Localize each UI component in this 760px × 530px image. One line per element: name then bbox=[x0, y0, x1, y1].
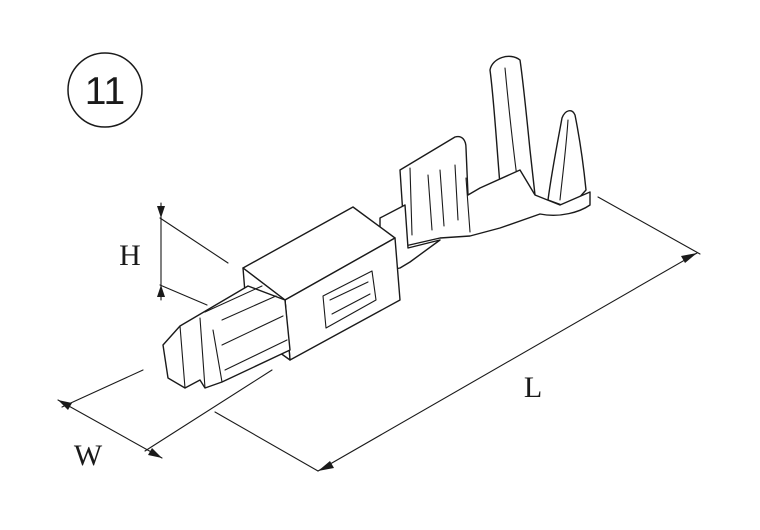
crimp-terminal bbox=[162, 55, 591, 389]
height-label: H bbox=[119, 239, 141, 272]
conductor-crimp-barrel bbox=[399, 135, 591, 247]
figure-number: 11 bbox=[85, 70, 126, 113]
figure-number-circle bbox=[67, 52, 143, 128]
figure-number-badge: 11 bbox=[67, 52, 143, 128]
insulation-crimp-wings bbox=[489, 55, 587, 209]
height-dimension: H bbox=[119, 202, 229, 306]
contact-spring-fingers bbox=[162, 285, 291, 389]
length-dimension: L bbox=[214, 196, 701, 472]
length-label: L bbox=[524, 371, 542, 404]
width-dimension: W bbox=[57, 369, 273, 472]
width-label: W bbox=[74, 439, 103, 472]
